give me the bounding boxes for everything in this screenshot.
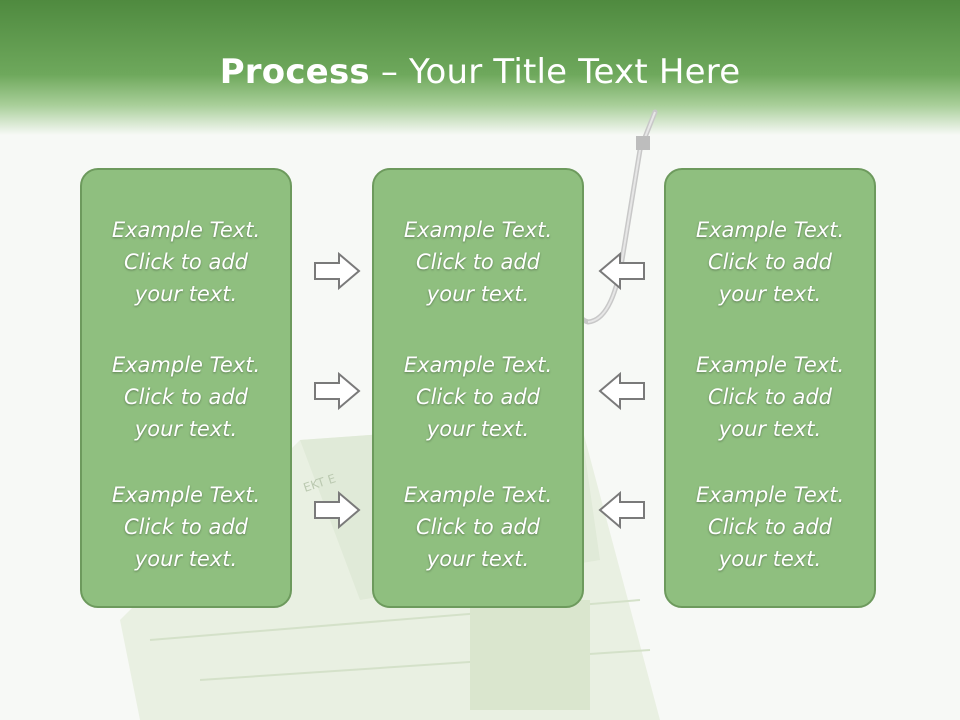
text-line: your text. bbox=[718, 282, 822, 306]
list-item[interactable]: Example Text. Click to add your text. bbox=[82, 214, 290, 310]
right-column-box[interactable]: Example Text. Click to add your text. Ex… bbox=[664, 168, 876, 608]
text-line: your text. bbox=[134, 282, 238, 306]
arrow-right-icon bbox=[314, 251, 361, 291]
text-line: your text. bbox=[426, 417, 530, 441]
text-line: Click to add bbox=[123, 250, 248, 274]
list-item[interactable]: Example Text. Click to add your text. bbox=[374, 349, 582, 445]
arrow-right-icon bbox=[314, 371, 361, 411]
text-line: Example Text. bbox=[403, 483, 553, 507]
list-item[interactable]: Example Text. Click to add your text. bbox=[82, 479, 290, 575]
text-line: Example Text. bbox=[111, 483, 261, 507]
arrow-left-icon bbox=[598, 251, 645, 291]
text-line: Click to add bbox=[415, 515, 540, 539]
arrow-left-icon bbox=[598, 371, 645, 411]
list-item[interactable]: Example Text. Click to add your text. bbox=[666, 479, 874, 575]
list-item[interactable]: Example Text. Click to add your text. bbox=[374, 479, 582, 575]
text-line: your text. bbox=[134, 547, 238, 571]
text-line: your text. bbox=[718, 417, 822, 441]
list-item[interactable]: Example Text. Click to add your text. bbox=[666, 349, 874, 445]
text-line: Example Text. bbox=[403, 218, 553, 242]
list-item[interactable]: Example Text. Click to add your text. bbox=[374, 214, 582, 310]
arrow-right-icon bbox=[314, 490, 361, 530]
text-line: Click to add bbox=[707, 385, 832, 409]
text-line: Example Text. bbox=[403, 353, 553, 377]
text-line: Example Text. bbox=[695, 483, 845, 507]
slide-title[interactable]: Process – Your Title Text Here bbox=[0, 52, 960, 92]
title-rest: – Your Title Text Here bbox=[369, 52, 741, 92]
text-line: Example Text. bbox=[111, 353, 261, 377]
title-bold: Process bbox=[219, 52, 370, 92]
text-line: your text. bbox=[426, 282, 530, 306]
list-item[interactable]: Example Text. Click to add your text. bbox=[666, 214, 874, 310]
list-item[interactable]: Example Text. Click to add your text. bbox=[82, 349, 290, 445]
text-line: your text. bbox=[134, 417, 238, 441]
left-column-box[interactable]: Example Text. Click to add your text. Ex… bbox=[80, 168, 292, 608]
text-line: Click to add bbox=[123, 385, 248, 409]
header-band bbox=[0, 0, 960, 135]
text-line: your text. bbox=[426, 547, 530, 571]
text-line: Click to add bbox=[707, 250, 832, 274]
text-line: Click to add bbox=[707, 515, 832, 539]
text-line: Example Text. bbox=[695, 218, 845, 242]
text-line: Click to add bbox=[415, 250, 540, 274]
center-column-box[interactable]: Example Text. Click to add your text. Ex… bbox=[372, 168, 584, 608]
arrow-left-icon bbox=[598, 490, 645, 530]
text-line: Example Text. bbox=[695, 353, 845, 377]
text-line: Click to add bbox=[415, 385, 540, 409]
text-line: Example Text. bbox=[111, 218, 261, 242]
text-line: your text. bbox=[718, 547, 822, 571]
text-line: Click to add bbox=[123, 515, 248, 539]
